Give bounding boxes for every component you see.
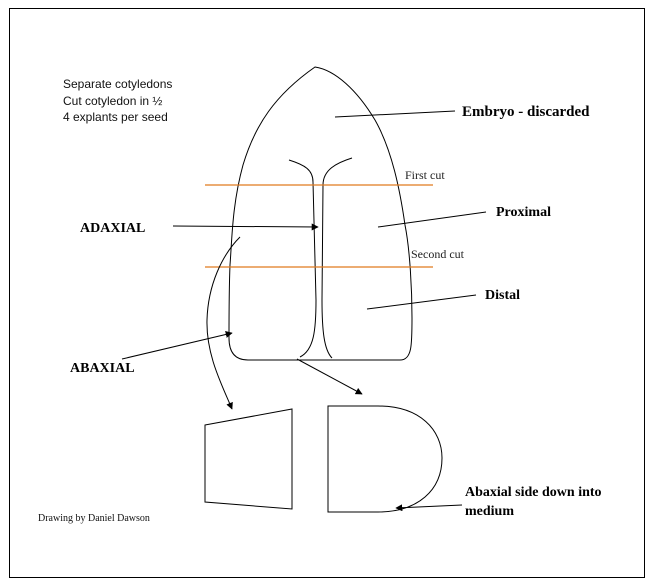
embryo-label: Embryo - discarded: [462, 104, 590, 120]
adaxial-label: ADAXIAL: [80, 221, 145, 236]
note-explants-per-seed: 4 explants per seed: [63, 110, 168, 124]
adaxial-arrow: [173, 226, 318, 227]
abaxial-side-label-line1: Abaxial side down into: [465, 485, 602, 500]
proximal-leader: [378, 212, 486, 227]
seed-outline: [229, 67, 412, 360]
second-cut-label: Second cut: [411, 247, 465, 261]
abaxial-side-arrow: [396, 505, 462, 508]
note-cut-in-half: Cut cotyledon in ½: [63, 94, 162, 108]
abaxial-arrow: [122, 333, 232, 359]
explant-rounded: [328, 406, 442, 512]
explant-trapezoid: [205, 409, 292, 509]
distal-leader: [367, 295, 476, 309]
abaxial-side-label-line2: medium: [465, 504, 514, 519]
cotyledon-split-right: [322, 158, 352, 358]
explant-arrow: [297, 359, 362, 394]
first-cut-label: First cut: [405, 168, 445, 182]
cotyledon-split-left: [289, 160, 316, 357]
drawing-credit: Drawing by Daniel Dawson: [38, 513, 150, 524]
proximal-label: Proximal: [496, 205, 551, 220]
distal-label: Distal: [485, 288, 520, 303]
abaxial-label: ABAXIAL: [70, 361, 135, 376]
abaxial-curve-arrow: [207, 237, 240, 409]
note-separate-cotyledons: Separate cotyledons: [63, 77, 172, 91]
embryo-leader: [335, 111, 455, 117]
